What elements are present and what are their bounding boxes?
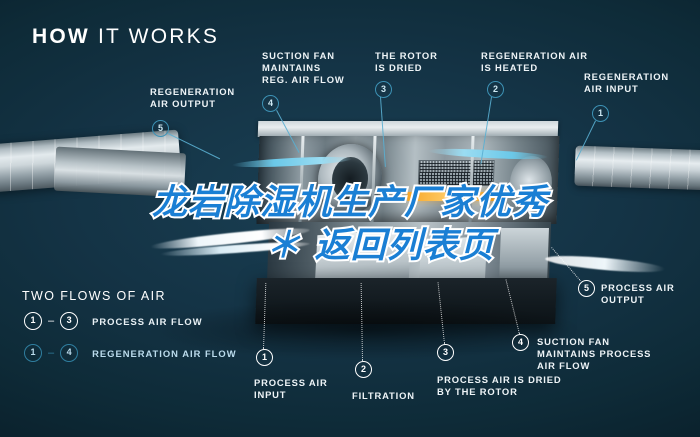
legend-marker-to-4-regen: 4 xyxy=(60,344,79,362)
floor-shadow xyxy=(150,300,580,360)
legend-row-regeneration-air-flow: 1 – 4 REGENERATION AIR FLOW xyxy=(24,344,237,362)
legend-title: TWO FLOWS OF AIR xyxy=(22,289,166,303)
callout-marker-4-process[interactable]: 4 xyxy=(512,334,529,351)
callout-label-filtration: FILTRATION xyxy=(352,390,415,401)
callout-label-suction-fan-process: SUCTION FAN MAINTAINS PROCESS AIR FLOW xyxy=(537,336,652,371)
callout-label-regen-air-heated: REGENERATION AIR IS HEATED xyxy=(481,50,588,73)
cabinet-top xyxy=(257,121,559,137)
page-title-light: IT WORKS xyxy=(97,25,220,48)
duct-right-icon xyxy=(574,145,700,191)
legend-row-process-air-flow: 1 – 3 PROCESS AIR FLOW xyxy=(24,312,203,330)
filter-grid-icon xyxy=(417,160,495,186)
legend-marker-from-1-regen: 1 xyxy=(24,344,42,362)
callout-marker-3-process[interactable]: 3 xyxy=(437,344,454,361)
callout-marker-1-process[interactable]: 1 xyxy=(256,349,273,366)
legend-dash: – xyxy=(48,315,55,327)
airflow-ribbon-3 xyxy=(544,252,666,276)
callout-marker-2-process[interactable]: 2 xyxy=(355,361,372,378)
duct-left-secondary-icon xyxy=(53,146,187,198)
legend-label-regeneration-air-flow: REGENERATION AIR FLOW xyxy=(92,347,237,359)
callout-label-rotor-dried: THE ROTOR IS DRIED xyxy=(375,50,438,73)
legend-label-process-air-flow: PROCESS AIR FLOW xyxy=(92,315,203,327)
callout-label-process-air-input: PROCESS AIR INPUT xyxy=(254,377,328,400)
process-fan-unit xyxy=(499,228,549,284)
legend-marker-from-1: 1 xyxy=(24,312,42,330)
callout-marker-2-regeneration[interactable]: 2 xyxy=(487,81,504,98)
legend-marker-to-3: 3 xyxy=(60,312,79,330)
callout-marker-1-regeneration[interactable]: 1 xyxy=(592,105,609,122)
callout-marker-3-regeneration[interactable]: 3 xyxy=(375,81,392,98)
callout-label-regeneration-air-output: REGENERATION AIR OUTPUT xyxy=(150,86,236,109)
legend-dash-regen: – xyxy=(48,347,55,359)
callout-label-regeneration-air-input: REGENERATION AIR INPUT xyxy=(584,71,670,94)
regeneration-fan-icon xyxy=(508,156,553,210)
page-title-bold: HOW xyxy=(32,25,90,48)
callout-label-suction-fan-regen: SUCTION FAN MAINTAINS REG. AIR FLOW xyxy=(262,50,345,85)
callout-label-process-air-dried: PROCESS AIR IS DRIED BY THE ROTOR xyxy=(437,374,562,397)
callout-marker-4-regeneration[interactable]: 4 xyxy=(262,95,279,112)
heater-element-icon xyxy=(407,192,504,201)
page-title: HOW IT WORKS xyxy=(32,25,219,49)
callout-marker-5-regeneration[interactable]: 5 xyxy=(152,120,169,137)
callout-label-process-air-output: PROCESS AIR OUTPUT xyxy=(601,282,675,305)
callout-marker-5-process[interactable]: 5 xyxy=(578,280,595,297)
